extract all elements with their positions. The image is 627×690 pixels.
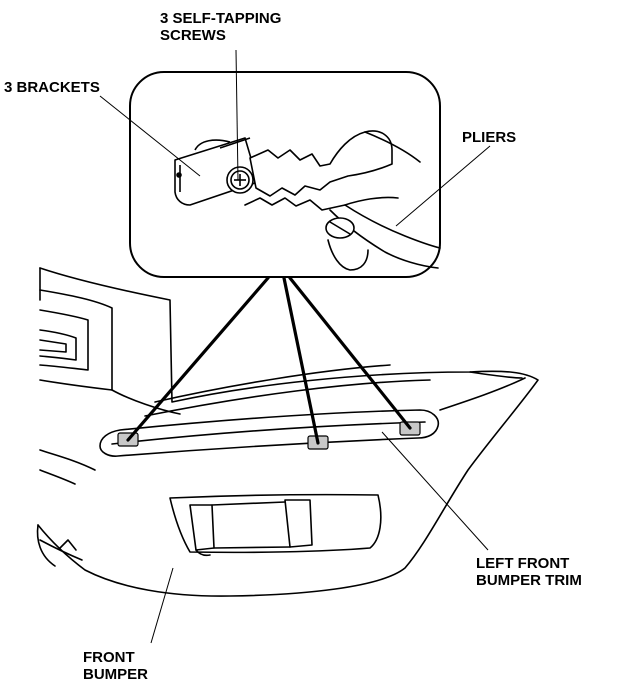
- front-bumper: [36, 267, 539, 597]
- self-tapping-screws-label: 3 SELF-TAPPING SCREWS: [160, 10, 281, 44]
- label-leader-lines: [99, 49, 491, 644]
- brackets-label: 3 BRACKETS: [4, 79, 100, 96]
- pliers-leader: [395, 145, 491, 227]
- left-front-bumper-trim-label: LEFT FRONT BUMPER TRIM: [476, 555, 582, 589]
- detail-inset: [129, 71, 441, 278]
- bumper-leader: [150, 567, 174, 644]
- left-front-bumper-trim: [99, 409, 440, 457]
- bumper-label-line-2: BUMPER: [83, 666, 149, 683]
- pliers-detail: [244, 130, 441, 271]
- pliers-label-line-1: PLIERS: [462, 129, 517, 146]
- brackets-label-line-1: 3 BRACKETS: [4, 79, 100, 96]
- screws-label-line-1: 3 SELF-TAPPING: [160, 10, 282, 27]
- pliers-label: PLIERS: [462, 129, 516, 146]
- trim-label-line-2: BUMPER TRIM: [476, 572, 582, 589]
- screws-label-line-2: SCREWS: [160, 27, 226, 44]
- bumper-label-line-1: FRONT: [83, 649, 135, 666]
- front-bumper-label: FRONT BUMPER: [83, 649, 148, 683]
- screws-leader: [235, 49, 239, 181]
- inset-callout-lines: [126, 276, 412, 445]
- screw-detail: [226, 166, 254, 194]
- trim-leader: [381, 431, 489, 551]
- brackets-leader: [99, 95, 201, 177]
- trim-label-line-1: LEFT FRONT: [476, 555, 570, 572]
